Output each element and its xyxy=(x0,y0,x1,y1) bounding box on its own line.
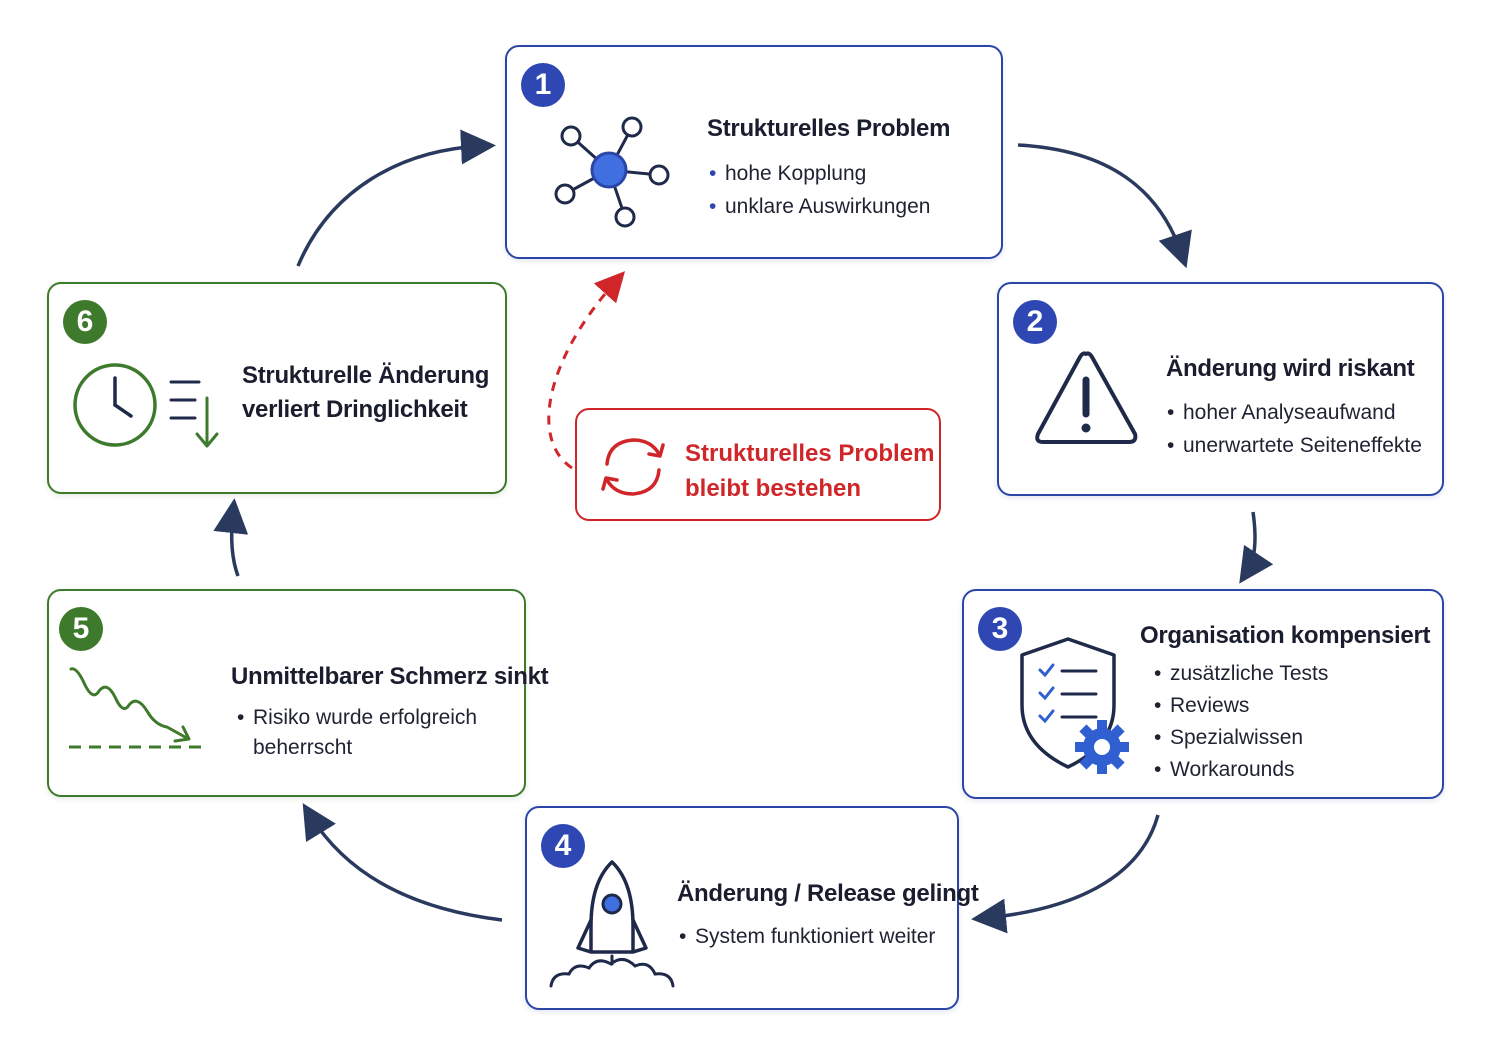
step-1-badge: 1 xyxy=(521,63,565,107)
warning-icon xyxy=(1035,351,1138,444)
loop-note-card: Strukturelles Problem bleibt bestehen xyxy=(575,408,941,521)
arrow-6-to-1 xyxy=(296,129,496,267)
step-2-bullets: hoher Analyseaufwand unerwartete Seitene… xyxy=(1167,396,1422,462)
list-item: System funktioniert weiter xyxy=(679,920,935,953)
step-6-card: 6 Strukturelle Änderung verliert Dringli… xyxy=(47,282,507,494)
rocket-icon xyxy=(549,860,675,988)
step-1-card: 1 Strukturelles Problem hohe Kopplung un… xyxy=(505,45,1003,259)
list-item: unklare Auswirkungen xyxy=(709,190,930,223)
shield-checklist-gear-icon xyxy=(1020,637,1129,774)
step-2-card: 2 Änderung wird riskant hoher Analyseauf… xyxy=(997,282,1444,496)
network-icon xyxy=(554,116,670,228)
list-item: Workarounds xyxy=(1154,754,1328,786)
list-item: Risiko wurde erfolgreich xyxy=(237,703,477,733)
cycle-icon xyxy=(601,438,665,496)
step-2-badge: 2 xyxy=(1013,300,1057,344)
arrow-1-to-2 xyxy=(1017,143,1192,269)
step-4-title: Änderung / Release gelingt xyxy=(677,880,979,907)
clock-priority-down-icon xyxy=(73,363,219,448)
list-item: beherrscht xyxy=(253,736,353,759)
loop-note-line-1: Strukturelles Problem xyxy=(685,440,935,467)
step-6-badge: 6 xyxy=(63,300,107,344)
step-4-badge: 4 xyxy=(541,824,585,868)
loop-note-line-2: bleibt bestehen xyxy=(685,475,862,502)
declining-line-icon xyxy=(69,667,209,749)
list-item: hoher Analyseaufwand xyxy=(1167,396,1422,429)
step-5-bullets: Risiko wurde erfolgreich beherrscht xyxy=(237,703,477,763)
step-3-card: 3 Organisation xyxy=(962,589,1444,799)
list-item: unerwartete Seiteneffekte xyxy=(1167,429,1422,462)
list-item: Spezialwissen xyxy=(1154,722,1328,754)
step-4-bullets: System funktioniert weiter xyxy=(679,920,935,953)
step-5-title: Unmittelbarer Schmerz sinkt xyxy=(231,663,549,690)
arrow-3-to-4 xyxy=(971,814,1160,934)
step-5-card: 5 Unmittelbarer Schmerz sinkt Risiko wur… xyxy=(47,589,549,797)
step-3-title: Organisation kompensiert xyxy=(1140,622,1431,649)
step-1-bullets: hohe Kopplung unklare Auswirkungen xyxy=(709,157,930,223)
step-6-title-line-2: verliert Dringlichkeit xyxy=(242,396,468,423)
step-6-title-line-1: Strukturelle Änderung xyxy=(242,362,490,389)
step-5-badge: 5 xyxy=(59,607,103,651)
step-1-title: Strukturelles Problem xyxy=(707,115,951,142)
arrow-2-to-3 xyxy=(1239,511,1274,584)
list-item: zusätzliche Tests xyxy=(1154,658,1328,690)
list-item: hohe Kopplung xyxy=(709,157,930,190)
step-2-title: Änderung wird riskant xyxy=(1166,355,1415,382)
step-3-bullets: zusätzliche Tests Reviews Spezialwissen … xyxy=(1154,658,1328,786)
arrow-5-to-6 xyxy=(213,498,249,577)
dashed-arrow-loop-back xyxy=(547,271,626,470)
step-3-badge: 3 xyxy=(978,607,1022,651)
list-item: Reviews xyxy=(1154,690,1328,722)
step-4-card: 4 Änderung / Release gelingt System funk… xyxy=(525,806,979,1010)
arrow-4-to-5 xyxy=(302,803,503,922)
